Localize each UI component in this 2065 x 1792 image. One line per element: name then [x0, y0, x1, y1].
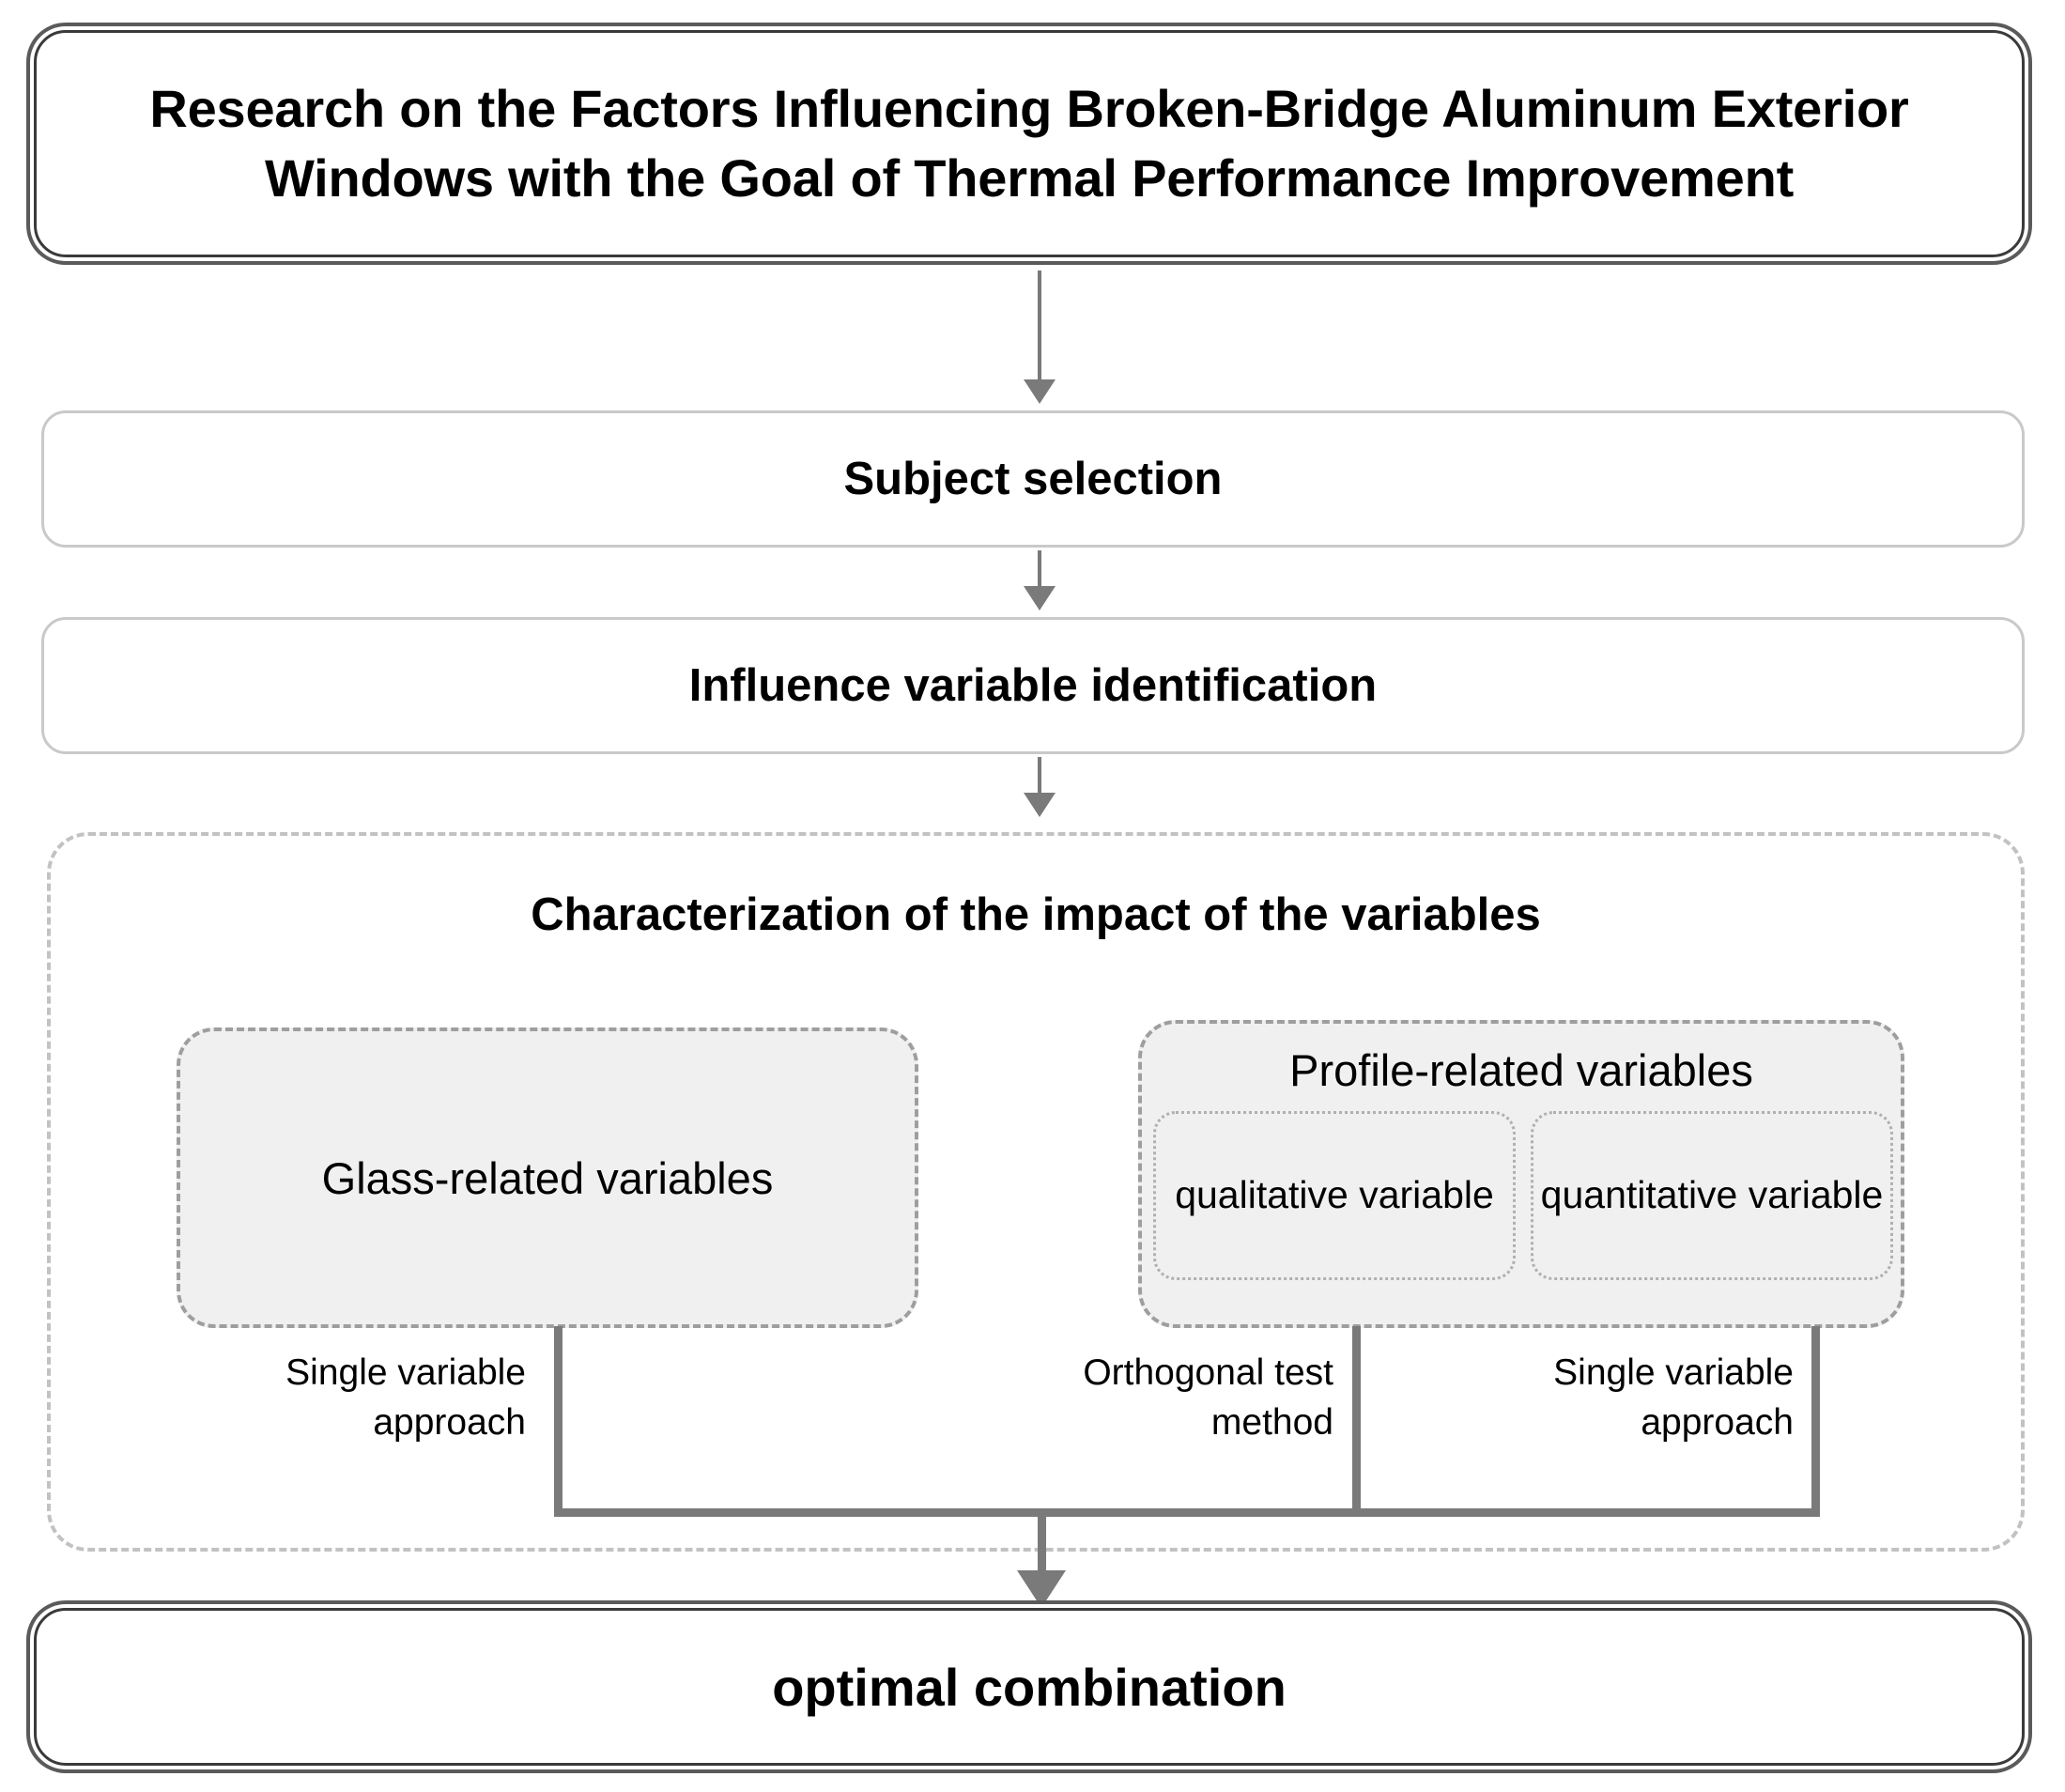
leaf-box-qualitative-variable: qualitative variable — [1153, 1111, 1516, 1280]
step-label-influence-variable-identification: Influence variable identification — [688, 660, 1378, 711]
arrow-title-to-subject-shaft — [1038, 270, 1041, 387]
connector-stem-quantitative — [1811, 1326, 1820, 1516]
connector-stem-glass — [554, 1326, 562, 1516]
leaf-label-qualitative-variable: qualitative variable — [1175, 1173, 1494, 1217]
title-text: Research on the Factors Influencing Brok… — [149, 79, 1909, 208]
step-box-subject-selection: Subject selection — [41, 410, 2025, 548]
arrow-title-to-subject-head — [1024, 379, 1056, 404]
subgroup-label-profile-related-variables: Profile-related variables — [1289, 1045, 1753, 1095]
connector-stem-qualitative — [1352, 1326, 1361, 1516]
arrow-subject-to-influence-head — [1024, 586, 1056, 610]
group-title-characterization: Characterization of the impact of the va… — [531, 889, 1541, 940]
result-label-optimal-combination: optimal combination — [772, 1657, 1287, 1717]
title-box: Research on the Factors Influencing Brok… — [34, 30, 2025, 257]
subgroup-box-glass-related-variables: Glass-related variables — [177, 1027, 918, 1328]
subgroup-box-profile-related-variables: Profile-related variables qualitative va… — [1138, 1020, 1904, 1328]
leaf-label-quantitative-variable: quantitative variable — [1540, 1173, 1884, 1217]
leaf-box-quantitative-variable: quantitative variable — [1531, 1111, 1893, 1280]
step-box-influence-variable-identification: Influence variable identification — [41, 617, 2025, 754]
edge-label-qualitative-orthogonal-test-method: Orthogonal test method — [1083, 1352, 1333, 1443]
step-label-subject-selection: Subject selection — [843, 454, 1223, 504]
edge-label-quantitative-single-variable-approach: Single variable approach — [1553, 1352, 1794, 1443]
edge-label-glass-single-variable-approach: Single variable approach — [285, 1352, 526, 1443]
subgroup-label-glass-related-variables: Glass-related variables — [321, 1152, 774, 1203]
arrow-influence-to-group-shaft — [1038, 757, 1041, 800]
arrow-influence-to-group-head — [1024, 793, 1056, 817]
arrow-group-to-result-shaft — [1038, 1516, 1046, 1595]
arrow-group-to-result-head — [1017, 1570, 1066, 1608]
connector-join-bar — [554, 1508, 1820, 1517]
result-box-optimal-combination: optimal combination — [34, 1608, 2025, 1766]
arrow-subject-to-influence-shaft — [1038, 550, 1041, 594]
